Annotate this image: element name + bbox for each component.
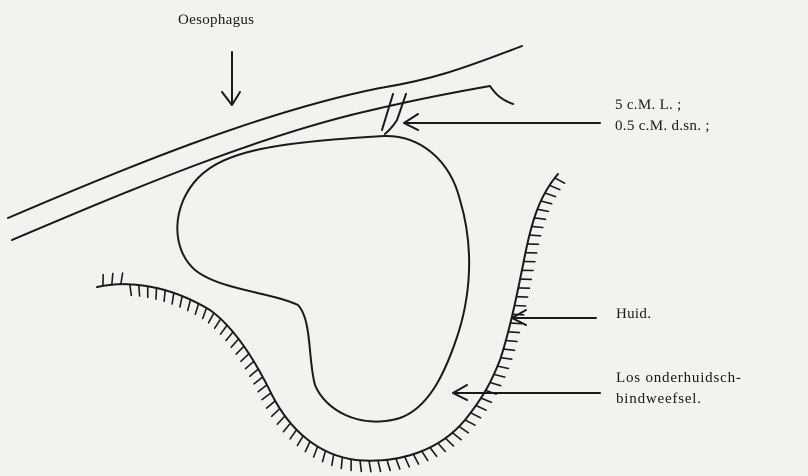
hatch-mark	[226, 332, 233, 341]
label-dimension-length: 5 c.M. L. ;	[615, 95, 710, 116]
hatch-mark	[172, 293, 174, 304]
hatch-mark	[195, 304, 198, 315]
hatch-mark	[555, 178, 565, 183]
arrow-dimension	[404, 114, 600, 130]
hatch-mark	[236, 346, 244, 354]
hatch-mark	[360, 460, 361, 471]
hatch-mark	[532, 226, 543, 227]
hatch-mark	[541, 201, 552, 204]
hatch-mark	[503, 349, 514, 350]
hatch-mark	[290, 430, 297, 439]
hatch-mark	[476, 406, 486, 411]
hatch-mark	[445, 438, 453, 446]
hatch-mark	[341, 457, 342, 468]
hatch-mark	[164, 290, 165, 301]
hatch-mark	[453, 433, 462, 440]
hatch-mark	[277, 416, 285, 424]
hatch-mark	[534, 218, 545, 220]
hatch-mark	[422, 451, 428, 460]
hatch-mark	[188, 300, 191, 311]
skin-contour	[97, 174, 558, 461]
hatch-mark	[471, 413, 481, 418]
hatch-mark	[490, 383, 501, 386]
arrow-huid	[512, 310, 596, 325]
hatch-mark	[545, 193, 556, 197]
hatch-mark	[332, 454, 334, 465]
canal-right-wall	[385, 94, 406, 134]
arrow-oesophagus	[222, 52, 240, 105]
hatch-mark	[258, 385, 267, 392]
hatch-mark	[498, 366, 509, 368]
hatch-mark	[314, 447, 318, 458]
hatch-mark	[501, 358, 512, 360]
skin-hatching	[103, 178, 565, 472]
hatch-mark	[112, 274, 113, 285]
oesophagus-lower-wall	[12, 86, 513, 240]
hatch-mark	[231, 339, 239, 347]
hatch-mark	[508, 332, 519, 333]
hatch-mark	[156, 288, 157, 299]
hatch-mark	[221, 325, 228, 334]
hatch-mark	[262, 393, 271, 400]
label-los-line1: Los onderhuidsch-	[616, 368, 742, 389]
label-oesophagus: Oesophagus	[178, 10, 254, 31]
arrow-los-onderhuidsch	[453, 385, 600, 400]
hatch-mark	[459, 427, 468, 433]
hatch-mark	[396, 459, 400, 470]
hatch-mark	[430, 448, 437, 457]
hatch-mark	[413, 454, 418, 464]
pouch-outline	[177, 136, 469, 422]
hatch-mark	[305, 442, 310, 452]
hatch-mark	[297, 436, 303, 446]
hatch-mark	[323, 451, 326, 462]
hatch-mark	[139, 285, 140, 296]
hatch-mark	[405, 457, 410, 467]
hatch-mark	[121, 273, 123, 284]
hatch-mark	[494, 374, 505, 377]
hatch-mark	[529, 235, 540, 236]
label-los-onderhuidsch: Los onderhuidsch- bindweefsel.	[616, 368, 742, 410]
hatch-mark	[369, 461, 371, 472]
hatch-mark	[387, 460, 390, 471]
hatch-mark	[254, 377, 263, 384]
hatch-mark	[510, 323, 521, 324]
hatch-mark	[241, 354, 249, 362]
oesophagus-upper-wall	[8, 46, 522, 218]
hatch-mark	[209, 313, 214, 323]
hatch-mark	[246, 361, 254, 368]
hatch-mark	[130, 284, 132, 295]
hatch-mark	[250, 369, 259, 376]
hatch-mark	[180, 296, 182, 307]
label-dimension-diameter: 0.5 c.M. d.sn. ;	[615, 116, 710, 137]
hatch-mark	[481, 398, 491, 402]
hatch-mark	[465, 420, 475, 425]
label-los-line2: bindweefsel.	[616, 389, 742, 410]
hatch-mark	[550, 185, 560, 189]
hatch-mark	[537, 209, 548, 211]
label-huid: Huid.	[616, 304, 651, 325]
hatch-mark	[283, 423, 290, 432]
hatch-mark	[506, 341, 517, 342]
canal-left-wall	[382, 94, 393, 130]
hatch-mark	[203, 308, 207, 319]
hatch-mark	[267, 401, 276, 408]
hatch-mark	[215, 319, 221, 328]
hatch-mark	[515, 306, 526, 307]
label-dimensions: 5 c.M. L. ; 0.5 c.M. d.sn. ;	[615, 95, 710, 137]
hatch-mark	[272, 409, 280, 417]
hatch-mark	[378, 461, 381, 472]
hatch-mark	[438, 443, 445, 451]
